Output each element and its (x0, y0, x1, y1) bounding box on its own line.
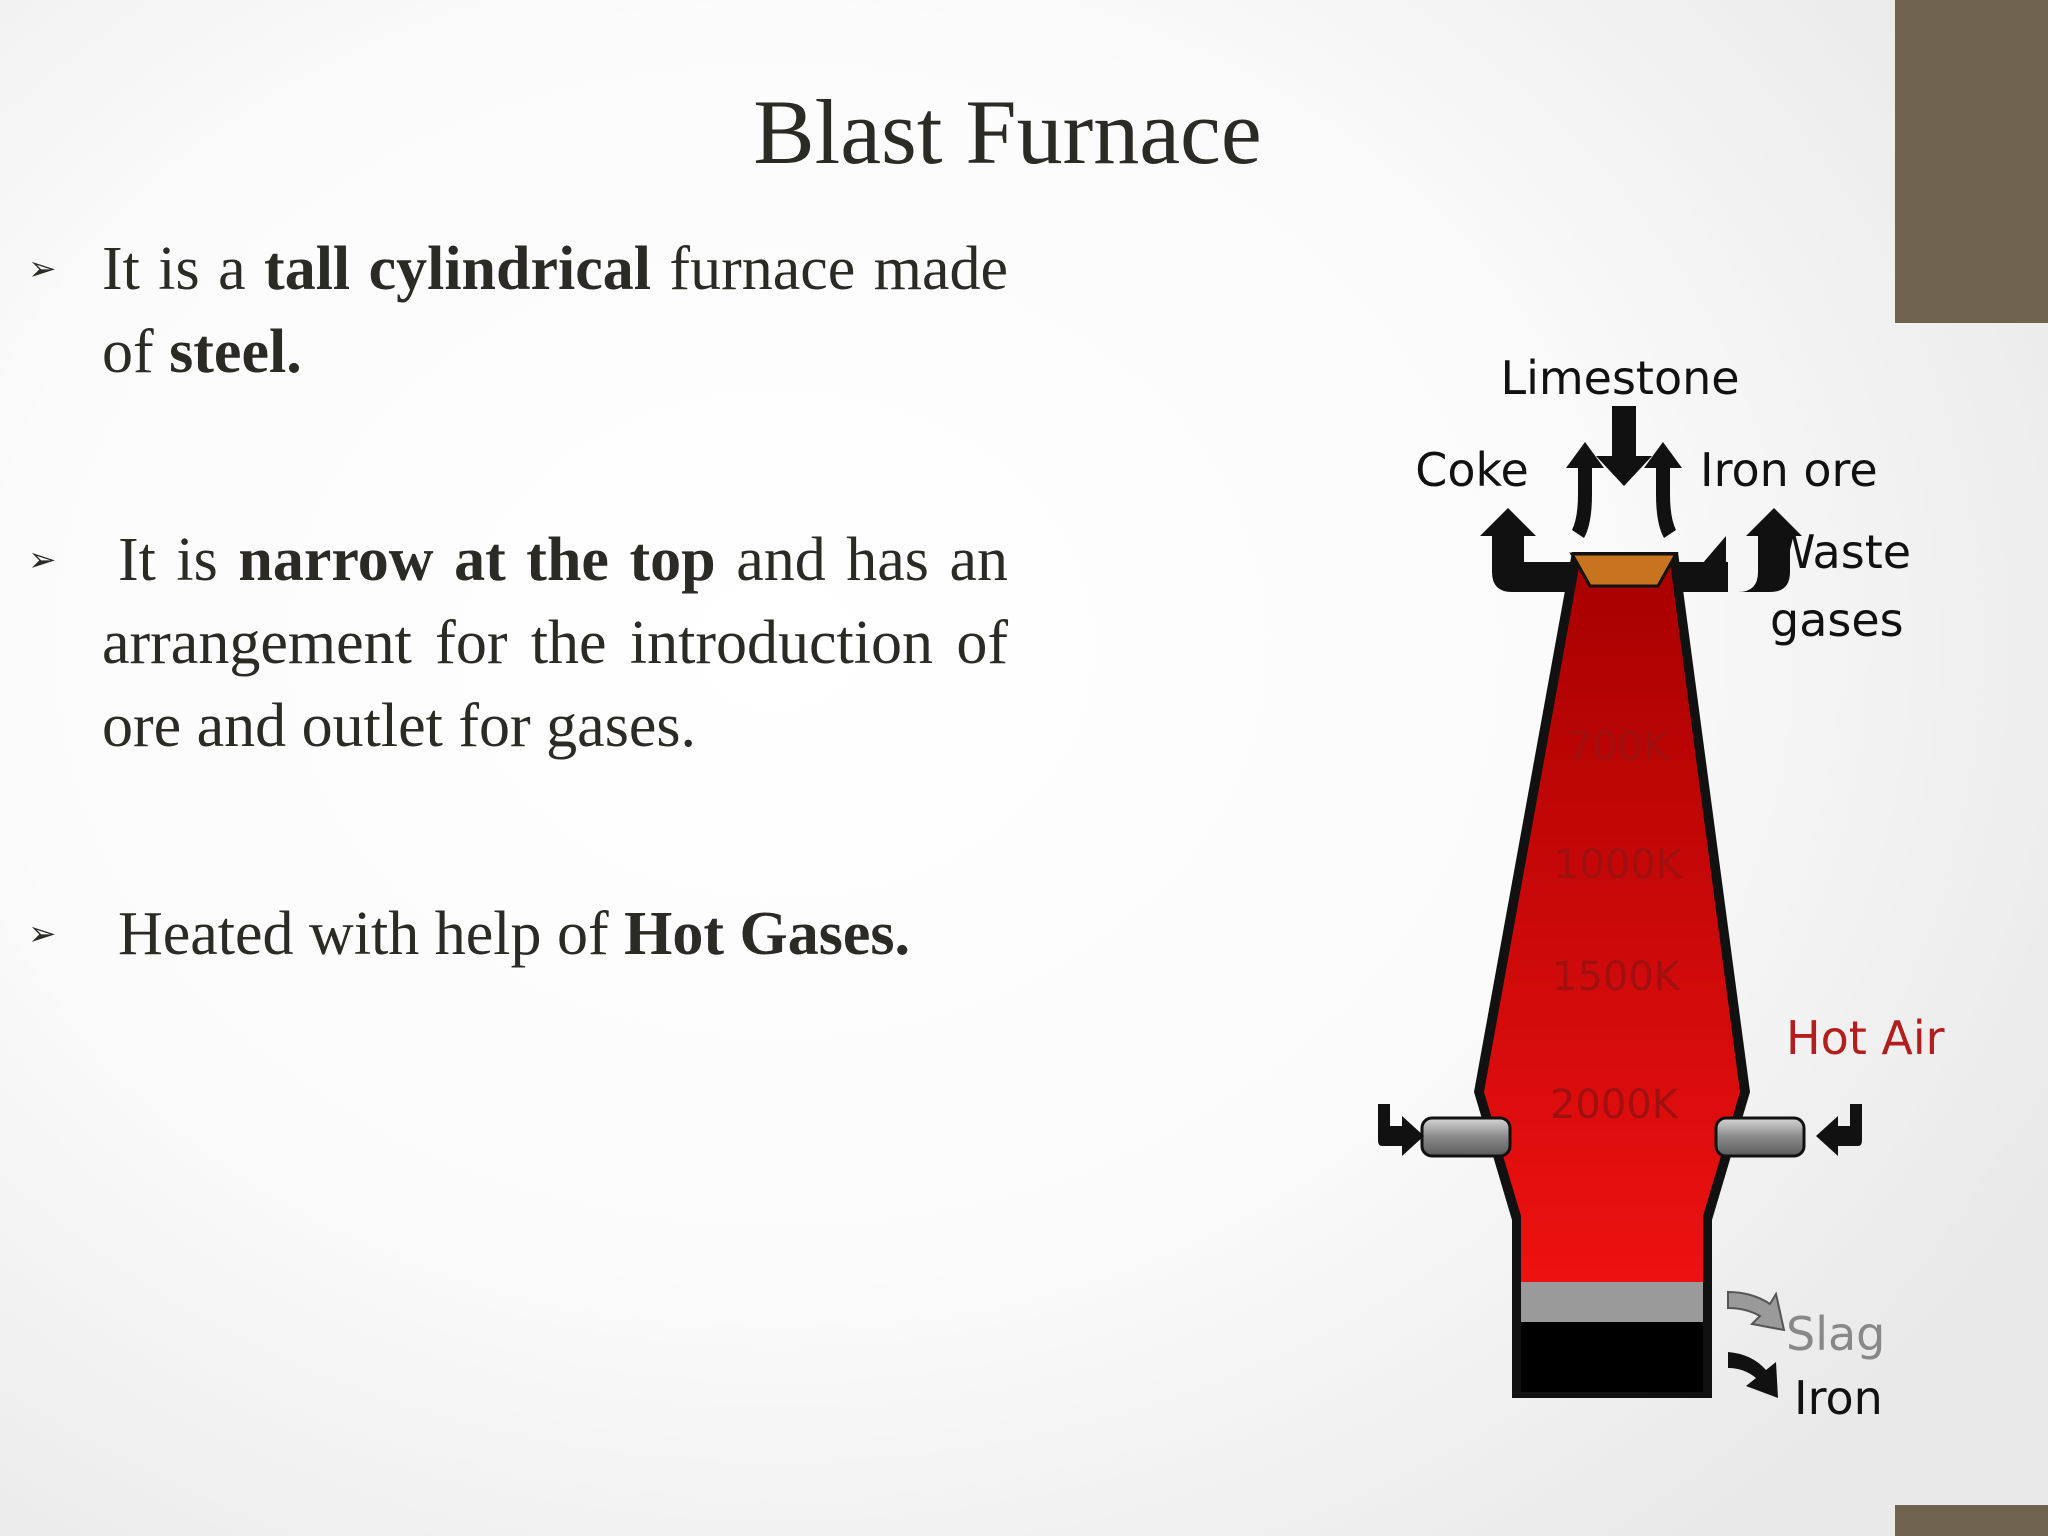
text-run: It is a (102, 235, 265, 303)
iron-ore-label: Iron ore (1700, 443, 1878, 497)
bullet-text: It is narrow at the top and has an arran… (102, 519, 1008, 768)
bold-run: Hot Gases. (624, 900, 911, 968)
blast-furnace-diagram: Limestone Coke Iron ore Waste gases Hot … (1360, 340, 1950, 1460)
limestone-label: Limestone (1500, 351, 1739, 405)
arrow-bullet-icon: ➢ (28, 249, 57, 289)
hot-air-arrow-right-icon (1816, 1104, 1862, 1156)
slag-layer (1521, 1282, 1703, 1322)
waste-gases-label-line-1: Waste (1770, 525, 1911, 579)
bullet-item: ➢ Heated with help of Hot Gases. (28, 893, 1008, 976)
text-run: It is (118, 526, 239, 594)
bullet-item: ➢ It is narrow at the top and has an arr… (28, 519, 1008, 768)
hot-air-label: Hot Air (1786, 1011, 1945, 1065)
bullet-item: ➢ It is a tall cylindrical furnace made … (28, 228, 1008, 394)
iron-layer (1521, 1322, 1703, 1392)
waste-gas-pipe-right (1676, 562, 1728, 592)
coke-label: Coke (1415, 443, 1529, 497)
arrow-bullet-icon: ➢ (28, 540, 57, 580)
temperature-label: 1000K (1554, 842, 1684, 888)
furnace-svg: Limestone Coke Iron ore Waste gases Hot … (1378, 351, 1945, 1425)
temperature-label: 700K (1567, 724, 1671, 770)
text-run: Heated with help of (118, 900, 625, 968)
accent-bar-top (1895, 0, 2048, 323)
text-run: furnace made of (102, 235, 1008, 386)
iron-label: Iron (1794, 1371, 1883, 1425)
iron-ore-arrow-icon (1644, 442, 1682, 538)
temperature-label: 1500K (1552, 954, 1682, 1000)
accent-bar-bottom (1895, 1505, 2048, 1536)
bold-run: narrow at the top (238, 526, 716, 594)
hopper-shape (1569, 552, 1679, 588)
slide-title: Blast Furnace (753, 81, 1262, 183)
coke-arrow-icon (1566, 442, 1604, 538)
limestone-arrow-icon (1596, 406, 1652, 486)
bold-run: tall cylindrical (264, 235, 651, 303)
slag-label: Slag (1786, 1307, 1885, 1361)
slag-arrow-icon (1727, 1290, 1786, 1332)
waste-gas-arrow-right (1678, 508, 1802, 592)
bullet-text: It is a tall cylindrical furnace made of… (102, 228, 1008, 394)
hot-air-arrow-left-icon (1378, 1104, 1424, 1156)
tuyere-left (1420, 1116, 1512, 1158)
waste-gases-label-line-2: gases (1770, 593, 1904, 647)
bold-run: steel. (169, 318, 302, 386)
tuyere-right (1714, 1116, 1806, 1158)
bullet-text: Heated with help of Hot Gases. (118, 893, 1008, 976)
bullet-list: ➢ It is a tall cylindrical furnace made … (28, 228, 1008, 976)
arrow-bullet-icon: ➢ (28, 914, 57, 954)
furnace-interior (1484, 562, 1740, 1282)
waste-gas-arrow-left (1480, 508, 1572, 592)
iron-arrow-icon (1728, 1352, 1778, 1398)
temperature-label: 2000K (1550, 1082, 1680, 1128)
text-run: and has an arrangement for the introduct… (102, 526, 1009, 760)
